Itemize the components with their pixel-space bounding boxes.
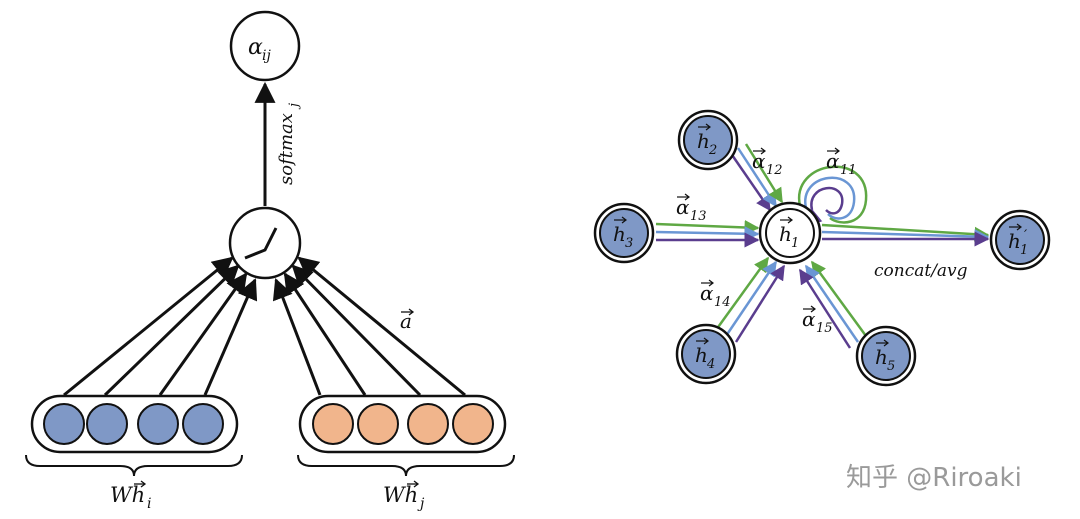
node-h4: h 4 xyxy=(675,323,737,385)
left-node-group xyxy=(30,394,239,454)
attention-vector-label: a xyxy=(400,309,412,333)
aggregate-label: concat/avg xyxy=(874,261,968,281)
node-h1prime-vector-arrow-icon xyxy=(1009,223,1022,231)
a15-vector-arrow-icon xyxy=(803,305,816,313)
svg-text:4: 4 xyxy=(706,357,715,372)
output-node-alpha-ij xyxy=(229,10,301,82)
svg-text:′: ′ xyxy=(1024,228,1028,244)
node-h1: h 1 xyxy=(758,201,822,265)
right-group-vector-arrow-icon xyxy=(407,480,420,488)
leakyrelu-node xyxy=(228,206,302,280)
node-h5: h 5 xyxy=(855,325,917,387)
a12-vector-arrow-icon xyxy=(753,147,766,155)
edge-h1-self-loop xyxy=(795,165,868,225)
left-cell-4 xyxy=(182,403,224,445)
svg-text:α: α xyxy=(752,149,766,173)
svg-text:α: α xyxy=(700,281,714,305)
svg-text:12: 12 xyxy=(766,163,783,178)
edge-h4-h1 xyxy=(714,256,786,343)
input-arrow-right-4 xyxy=(297,256,466,397)
svg-text:α: α xyxy=(826,149,840,173)
node-h3: h 3 xyxy=(593,202,655,264)
svg-text:14: 14 xyxy=(714,295,731,310)
node-h2: h 2 xyxy=(677,109,739,171)
svg-text:h: h xyxy=(695,343,708,367)
input-arrow-left-1 xyxy=(63,256,234,397)
svg-text:2: 2 xyxy=(708,143,717,158)
svg-text:h: h xyxy=(613,222,626,246)
a11-vector-arrow-icon xyxy=(827,147,840,155)
input-arrow-right-1 xyxy=(272,278,322,396)
svg-text:h: h xyxy=(1008,229,1021,253)
svg-text:5: 5 xyxy=(887,359,895,374)
right-diagram: h 2 h 3 h 1 h 4 h 5 xyxy=(593,109,1051,387)
edge-h5-h1 xyxy=(798,260,868,349)
left-group-subscript: i xyxy=(147,496,151,512)
right-node-group xyxy=(298,394,507,454)
svg-text:1: 1 xyxy=(1020,243,1028,258)
svg-text:α: α xyxy=(802,307,816,331)
input-arrow-right-3 xyxy=(291,264,422,397)
leakyrelu-icon xyxy=(244,227,278,260)
svg-text:3: 3 xyxy=(625,236,633,251)
left-group-vector-arrow-icon xyxy=(134,480,147,488)
edge-label-a12: α 12 xyxy=(752,147,783,178)
right-group-subscript: j xyxy=(417,496,425,512)
svg-text:h: h xyxy=(779,222,792,246)
left-group-brace xyxy=(25,454,243,477)
input-arrow-left-2 xyxy=(103,264,240,397)
edge-label-a11: α 11 xyxy=(826,147,857,178)
attention-vector-arrow-icon xyxy=(401,308,415,316)
edge-h2-h1 xyxy=(728,143,784,212)
left-cell-1 xyxy=(43,403,85,445)
right-cell-1 xyxy=(312,403,354,445)
svg-text:h: h xyxy=(875,345,888,369)
right-group-label: Wh xyxy=(383,483,418,507)
softmax-subscript: j xyxy=(287,103,302,110)
a14-vector-arrow-icon xyxy=(701,279,714,287)
input-arrow-right-2 xyxy=(283,272,367,396)
right-cell-4 xyxy=(452,403,494,445)
edge-h3-h1 xyxy=(655,219,760,248)
node-h3-vector-arrow-icon xyxy=(614,216,627,224)
output-node-subscript: ij xyxy=(262,48,271,64)
right-cell-2 xyxy=(357,403,399,445)
watermark-text: 知乎 @Riroaki xyxy=(846,463,1022,493)
edge-label-a13: α 13 xyxy=(676,193,707,224)
edge-label-a15: α 15 xyxy=(802,305,833,336)
left-cell-2 xyxy=(86,403,128,445)
right-cell-3 xyxy=(407,403,449,445)
node-h4-vector-arrow-icon xyxy=(696,337,709,345)
node-h2-vector-arrow-icon xyxy=(698,123,711,131)
node-h1-prime: h 1 ′ xyxy=(989,209,1051,271)
svg-text:15: 15 xyxy=(816,321,833,336)
right-group-brace xyxy=(297,454,515,477)
edge-h1-h1prime xyxy=(821,223,990,247)
softmax-label: softmax xyxy=(276,113,297,185)
edge-label-a14: α 14 xyxy=(700,279,731,310)
left-group-label: Wh xyxy=(110,483,145,507)
left-diagram: α ij softmax j a xyxy=(25,10,515,512)
svg-text:11: 11 xyxy=(840,163,857,178)
svg-text:h: h xyxy=(697,129,710,153)
input-arrow-left-4 xyxy=(203,278,258,396)
svg-text:13: 13 xyxy=(690,209,707,224)
node-h1-vector-arrow-icon xyxy=(780,216,793,224)
left-cell-3 xyxy=(137,403,179,445)
node-h5-vector-arrow-icon xyxy=(876,339,889,347)
svg-text:1: 1 xyxy=(791,236,799,251)
softmax-label-group: softmax j xyxy=(276,103,302,185)
svg-text:α: α xyxy=(676,195,690,219)
output-node-label: α xyxy=(248,35,263,60)
a13-vector-arrow-icon xyxy=(677,193,690,201)
input-arrow-left-3 xyxy=(158,272,248,396)
